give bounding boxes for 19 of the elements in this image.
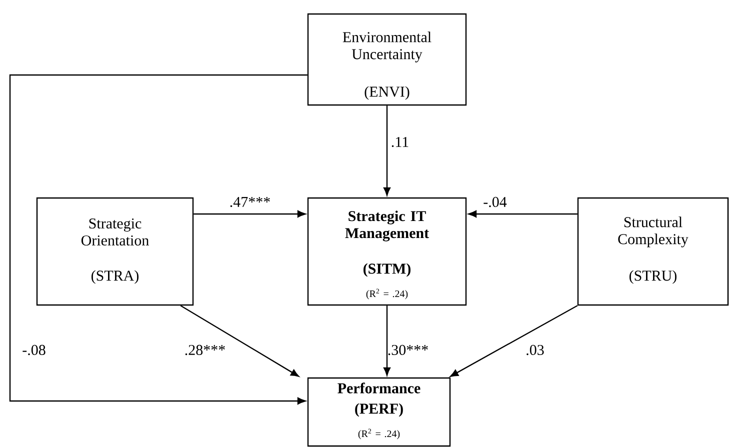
edge-label: -.04 [484, 196, 507, 208]
arrow [180, 305, 300, 377]
edge-label: .30*** [388, 344, 428, 356]
arrow [383, 306, 391, 376]
box: Strategic Orientation (STRA) [36, 197, 194, 306]
edge-label: .28*** [185, 344, 225, 356]
edge-label: .47*** [230, 196, 270, 208]
box: Environmental Uncertainty (ENVI) [307, 13, 467, 106]
arrow [450, 305, 578, 377]
arrow [383, 106, 391, 196]
arrow [194, 210, 306, 218]
arrow [468, 210, 578, 218]
box: Performance (PERF) (R$^{2}$ = .24) [307, 377, 451, 447]
edge-label: -.08 [22, 344, 46, 356]
edge-label: .11 [392, 136, 408, 148]
box: Structural Complexity (STRU) [577, 197, 729, 306]
arrow [9, 74, 308, 405]
edge-label: .03 [526, 344, 544, 356]
box: Strategic IT Management (SITM) (R$^{2}$ = .24) [307, 197, 467, 306]
